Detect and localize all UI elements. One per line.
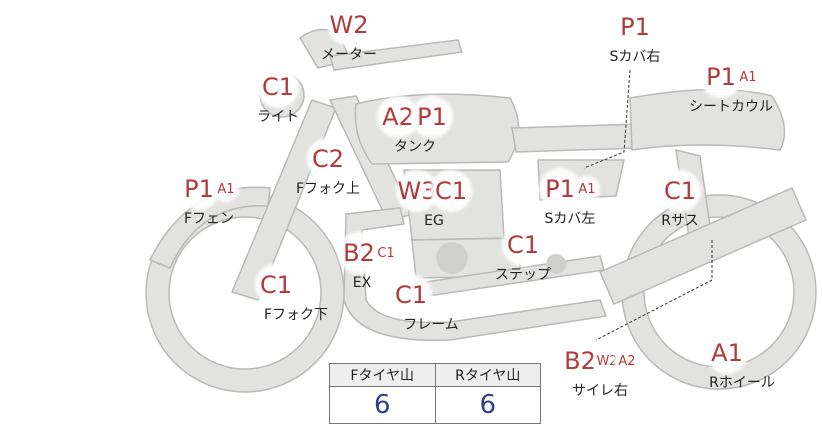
front-fender bbox=[148, 186, 271, 269]
callout-r-wheel: A1 Rホイール bbox=[694, 334, 790, 390]
silencer bbox=[599, 187, 807, 305]
callout-engine: W3 C1 EG bbox=[396, 172, 472, 228]
code-badge: P1 bbox=[541, 170, 579, 208]
part-label: Fフォク上 bbox=[295, 181, 361, 197]
front-tyre-header: Fタイヤ山 bbox=[329, 363, 436, 387]
callout-seat-cowl: P1 A1 シートカウル bbox=[676, 58, 786, 114]
code-badge: P1 bbox=[616, 8, 654, 46]
codes: C1 bbox=[661, 172, 699, 210]
part-label: EG bbox=[424, 213, 444, 229]
code-badge: C1 bbox=[504, 226, 542, 264]
code-badge: P1 bbox=[180, 170, 218, 208]
codes: W2 bbox=[330, 6, 369, 44]
part-label: サイレ右 bbox=[572, 383, 628, 399]
handlebar bbox=[329, 39, 463, 71]
part-label: EX bbox=[352, 275, 372, 291]
part-label: Fフォク下 bbox=[263, 307, 329, 323]
part-label: メーター bbox=[321, 47, 377, 63]
callout-meter: W2 メーター bbox=[306, 6, 392, 62]
callout-tank: A2 P1 タンク bbox=[377, 98, 453, 154]
code-badge: C1 bbox=[661, 172, 699, 210]
code-badge: W2 bbox=[596, 350, 618, 372]
part-label: Sカバ右 bbox=[609, 49, 661, 65]
callout-f-fork-lower: C1 Fフォク下 bbox=[226, 266, 329, 323]
code-badge: C1 bbox=[432, 172, 470, 210]
part-label: タンク bbox=[394, 139, 436, 155]
codes: P1 A1 bbox=[702, 58, 759, 96]
part-label: Sカバ左 bbox=[544, 211, 596, 227]
codes: B2 W2 A2 bbox=[561, 342, 638, 380]
tyre-tread-table: Fタイヤ山 Rタイヤ山 6 6 bbox=[329, 363, 541, 424]
codes: C1 bbox=[257, 266, 295, 304]
code-badge: A1 bbox=[576, 178, 598, 200]
code-badge: W2 bbox=[330, 6, 369, 44]
code-badge: A1 bbox=[737, 66, 759, 88]
code-badge: C1 bbox=[392, 276, 430, 314]
callout-f-fork-upper: C2 Fフォク上 bbox=[278, 140, 378, 196]
seat-cowl bbox=[629, 88, 786, 151]
callout-s-cover-right: P1 Sカバ右 bbox=[600, 8, 670, 64]
code-badge: A1 bbox=[708, 334, 746, 372]
rear-wheel bbox=[621, 194, 817, 390]
code-badge: P1 bbox=[702, 58, 740, 96]
codes: C1 bbox=[259, 68, 297, 106]
callout-f-fender: P1 A1 Fフェン bbox=[164, 170, 254, 226]
code-badge: C1 bbox=[259, 68, 297, 106]
codes: P1 A1 bbox=[180, 170, 237, 208]
part-label: Rホイール bbox=[709, 375, 775, 391]
part-label: Rサス bbox=[661, 213, 699, 229]
callout-silencer-right: B2 W2 A2 サイレ右 bbox=[550, 342, 650, 398]
codes: W3 C1 bbox=[398, 172, 470, 210]
callout-s-cover-left: P1 A1 Sカバ左 bbox=[530, 170, 610, 226]
code-badge: C1 bbox=[375, 242, 397, 264]
code-badge: A2 bbox=[379, 98, 417, 136]
code-badge: C2 bbox=[309, 140, 347, 178]
part-label: シートカウル bbox=[689, 99, 773, 115]
codes: A1 bbox=[708, 334, 746, 372]
part-label: ライト bbox=[257, 109, 299, 125]
code-badge: W3 bbox=[398, 172, 437, 210]
callout-frame: C1 フレーム bbox=[386, 276, 476, 332]
rear-tyre-value: 6 bbox=[434, 386, 541, 424]
code-badge: B2 bbox=[561, 342, 599, 380]
callout-exhaust: B2 C1 EX bbox=[336, 234, 402, 290]
codes: B2 C1 bbox=[340, 234, 397, 272]
code-badge: A2 bbox=[616, 350, 638, 372]
codes: P1 A1 bbox=[541, 170, 598, 208]
part-label: Fフェン bbox=[183, 211, 235, 227]
seat bbox=[511, 123, 641, 153]
codes: C1 bbox=[504, 226, 542, 264]
tyre-table-value-row: 6 6 bbox=[329, 386, 541, 424]
codes: C1 bbox=[392, 276, 430, 314]
exhaust-pipe bbox=[343, 207, 608, 342]
code-badge: C1 bbox=[257, 266, 295, 304]
code-badge: B2 bbox=[340, 234, 378, 272]
code-badge: P1 bbox=[413, 98, 451, 136]
callout-r-suspension: C1 Rサス bbox=[650, 172, 710, 228]
codes: A2 P1 bbox=[379, 98, 451, 136]
codes: P1 bbox=[616, 8, 654, 46]
front-tyre-value: 6 bbox=[329, 386, 436, 424]
part-label: ステップ bbox=[495, 267, 551, 283]
tyre-table-header-row: Fタイヤ山 Rタイヤ山 bbox=[329, 363, 541, 387]
code-badge: A1 bbox=[215, 178, 237, 200]
callout-light: C1 ライト bbox=[250, 68, 306, 124]
codes: C2 bbox=[309, 140, 347, 178]
part-label: フレーム bbox=[403, 317, 459, 333]
rear-tyre-header: Rタイヤ山 bbox=[434, 363, 541, 387]
callout-step: C1 ステップ bbox=[478, 226, 568, 282]
